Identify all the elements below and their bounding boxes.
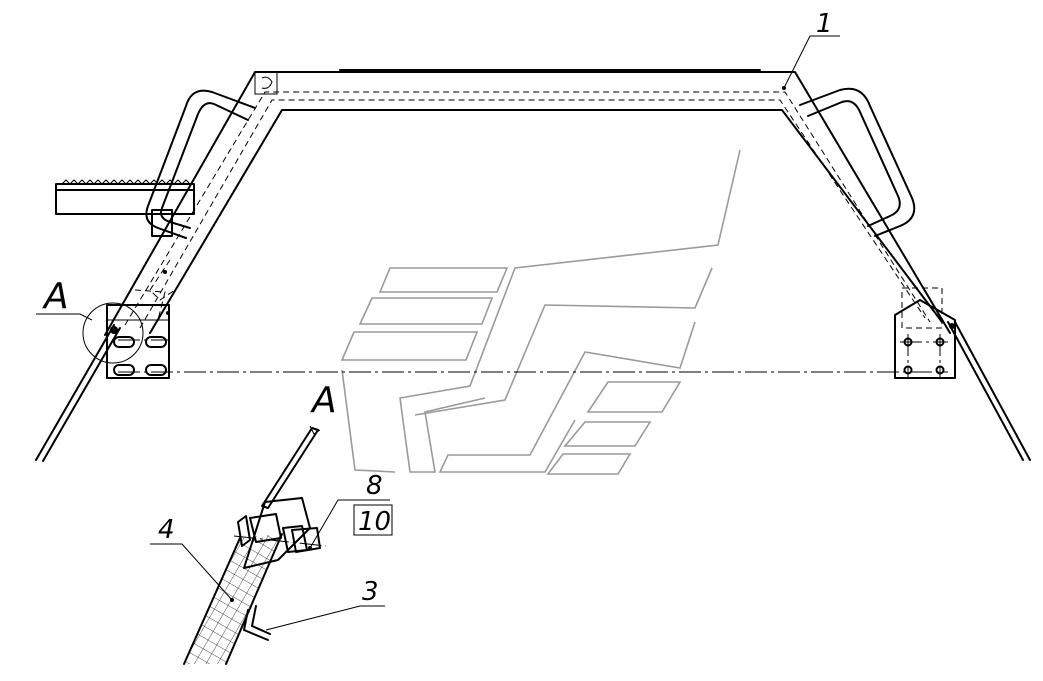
left-step [55, 179, 195, 237]
detail-callout-a: A [36, 276, 144, 364]
part-1-label: 1 [816, 9, 833, 39]
upper-plate [261, 427, 319, 509]
leader-part-4: 4 [150, 515, 234, 602]
part-3-label: 3 [362, 577, 379, 607]
part-4-label: 4 [158, 515, 175, 545]
leader-part-3: 3 [265, 577, 385, 631]
right-handrail [799, 87, 916, 237]
watermark-logo [340, 149, 741, 475]
part-10-label: 10 [358, 507, 391, 537]
detail-view-a: A 8 10 [150, 380, 393, 665]
detail-view-title: A [310, 380, 337, 421]
lower-flange [243, 609, 269, 641]
detail-callout-label: A [42, 276, 69, 317]
left-base-bracket [106, 304, 170, 379]
left-handrail [145, 89, 256, 239]
bolt-nut [233, 513, 327, 553]
right-base-bracket [894, 287, 956, 379]
right-guide-rod [947, 321, 1031, 461]
leader-part-1: 1 [782, 9, 840, 90]
leader-part-8-10: 8 10 [308, 471, 393, 550]
part-8-label: 8 [366, 471, 383, 501]
left-guide-rod [35, 324, 121, 462]
